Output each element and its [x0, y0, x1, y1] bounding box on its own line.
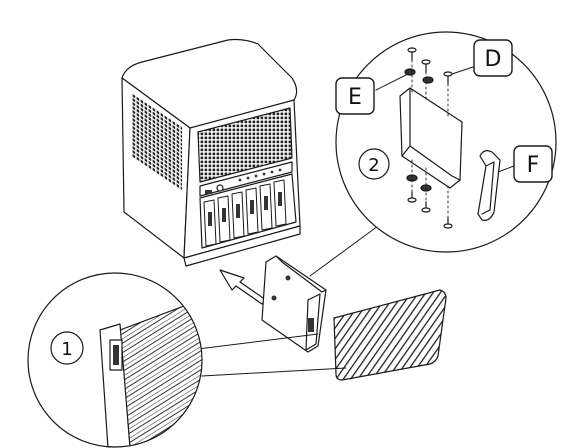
mounting-screws-bottom: [406, 159, 453, 229]
enclosure-base: [183, 225, 301, 267]
callout-e-leader: [375, 73, 409, 91]
callout-d-leader: [451, 65, 477, 75]
callout-f-box: [513, 145, 553, 183]
callout-f-label: F: [527, 153, 540, 178]
hard-drive-edge: [275, 255, 327, 293]
drive-handle: [477, 150, 501, 221]
hard-drive: [261, 255, 327, 353]
status-led-row: [238, 168, 282, 182]
callout-d: D: [473, 39, 513, 77]
grommet-icon: [422, 76, 434, 84]
nas-enclosure: [121, 38, 301, 267]
callout-f-leader: [497, 165, 515, 173]
detail-view-2: 2: [335, 31, 557, 253]
direction-arrow-icon: [219, 269, 267, 305]
screw-icon: [407, 191, 417, 203]
callout-f: F: [513, 145, 553, 183]
step-2-label: 2: [368, 155, 379, 176]
detail-circle-1: [27, 272, 203, 448]
callout-e-box: [335, 77, 375, 115]
side-vent-grille: [132, 93, 182, 191]
screw-icon: [443, 217, 453, 229]
step-2-badge: [358, 148, 390, 180]
drive-handle-inner: [481, 161, 495, 215]
leader-lines: [189, 225, 379, 377]
drive-screw-icon: [271, 295, 277, 301]
drive-trays: [203, 179, 287, 247]
callout-e-label: E: [348, 85, 362, 110]
mounting-screws-top: [404, 47, 453, 119]
usb-port-icon: [205, 190, 212, 194]
callout-d-label: D: [485, 47, 502, 72]
drive-connector: [308, 318, 314, 332]
screw-icon: [421, 59, 431, 73]
detail-drive-face: [409, 87, 461, 181]
grommet-icon: [404, 68, 416, 76]
detail-drive-edge: [401, 145, 411, 157]
front-vent-grille: [197, 107, 293, 183]
power-button-icon: [216, 184, 224, 192]
callout-d-box: [473, 39, 513, 77]
screw-icon: [407, 47, 417, 61]
step-1-badge: [50, 331, 84, 365]
step-1-label: 1: [61, 339, 72, 360]
dust-filter: [333, 289, 447, 381]
callout-e: E: [335, 77, 375, 115]
detail-view-1: 1: [27, 272, 203, 448]
screw-icon: [421, 201, 431, 213]
drive-screw-icon: [285, 275, 291, 281]
